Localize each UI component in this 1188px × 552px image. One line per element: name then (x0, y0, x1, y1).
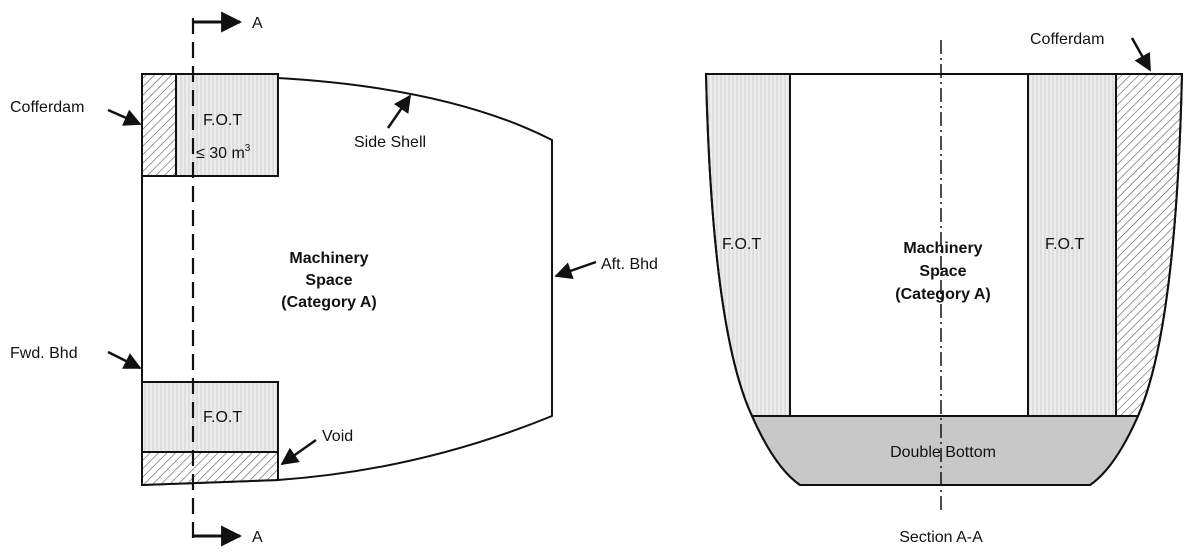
plan-machinery-line2: Space (305, 272, 352, 289)
section-cofferdam-label: Cofferdam (1030, 31, 1104, 48)
section-caption: Section A-A (899, 529, 983, 546)
section-fot-right (1027, 73, 1117, 417)
plan-fot-capacity: ≤ 30 m3 (196, 143, 251, 162)
plan-view: A A F.O.T ≤ 30 m3 F.O.T Machinery Space … (10, 11, 658, 547)
section-machinery-line1: Machinery (903, 240, 982, 257)
section-machinery-line2: Space (919, 263, 966, 280)
plan-fot-upper-label: F.O.T (203, 112, 242, 129)
section-marker-bottom: A (252, 529, 263, 546)
plan-fwd-bhd-arrow (107, 350, 142, 370)
plan-fot-lower (141, 381, 279, 453)
section-fot-left-label: F.O.T (722, 236, 761, 253)
plan-cofferdam-arrow (107, 108, 142, 126)
plan-cofferdam-label: Cofferdam (10, 99, 84, 116)
plan-side-shell-label: Side Shell (354, 134, 426, 151)
plan-cofferdam-upper (141, 73, 177, 177)
plan-void (141, 451, 279, 487)
section-machinery-space (789, 73, 1029, 417)
plan-fot-lower-label: F.O.T (203, 409, 242, 426)
plan-hull-outline (141, 72, 553, 487)
section-marker-top: A (252, 15, 263, 32)
plan-void-label: Void (322, 428, 353, 445)
section-fot-right-label: F.O.T (1045, 236, 1084, 253)
plan-machinery-line1: Machinery (289, 250, 368, 267)
section-double-bottom-label: Double Bottom (890, 444, 996, 461)
section-view: F.O.T F.O.T Machinery Space (Category A)… (704, 31, 1184, 546)
plan-side-shell-arrow (386, 94, 412, 129)
plan-void-arrow (280, 438, 317, 466)
plan-aft-bhd-label: Aft. Bhd (601, 256, 658, 273)
plan-aft-bhd-arrow (554, 260, 597, 280)
plan-fwd-bhd-label: Fwd. Bhd (10, 345, 78, 362)
plan-machinery-line3: (Category A) (281, 294, 376, 311)
section-machinery-line3: (Category A) (895, 286, 990, 303)
section-hull-outline (704, 73, 1184, 486)
section-cofferdam-arrow (1130, 37, 1152, 72)
